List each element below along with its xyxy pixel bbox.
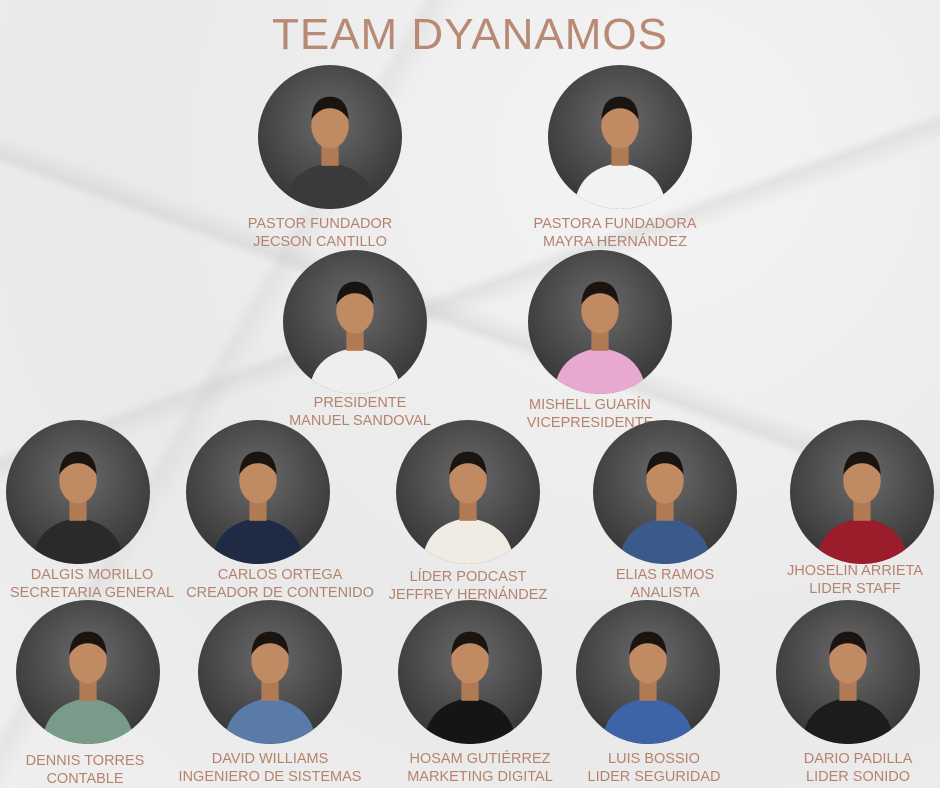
member-caption-line-2: LIDER SEGURIDAD xyxy=(587,769,721,785)
member-photo xyxy=(576,600,720,744)
member-caption: CARLOS ORTEGA CREADOR DE CONTENIDO xyxy=(186,566,374,602)
member-caption: ELIAS RAMOS ANALISTA xyxy=(616,566,714,602)
member-photo xyxy=(6,420,150,564)
member-caption-line-2: MARKETING DIGITAL xyxy=(407,769,553,785)
member-caption-line-2: JEFFREY HERNÁNDEZ xyxy=(388,587,548,603)
member-caption-line-2: LIDER STAFF xyxy=(809,581,901,597)
member-photo xyxy=(593,420,737,564)
member-photo xyxy=(776,600,920,744)
member-caption: MISHELL GUARÍN VICEPRESIDENTE xyxy=(527,396,654,432)
member-photo xyxy=(16,600,160,744)
member-caption-line-1: JHOSELIN ARRIETA xyxy=(787,563,923,579)
member-caption-line-2: MAYRA HERNÁNDEZ xyxy=(543,234,687,250)
member-photo xyxy=(198,600,342,744)
member-photo xyxy=(528,250,672,394)
member-photo xyxy=(258,65,402,209)
member-caption-line-2: INGENIERO DE SISTEMAS xyxy=(178,769,362,785)
member-caption-line-1: HOSAM GUTIÉRREZ xyxy=(409,751,551,767)
member-caption: HOSAM GUTIÉRREZ MARKETING DIGITAL xyxy=(407,750,553,786)
member-caption-line-1: ELIAS RAMOS xyxy=(615,567,715,583)
member-caption-line-2: VICEPRESIDENTE xyxy=(526,415,654,431)
member-caption: JHOSELIN ARRIETA LIDER STAFF xyxy=(787,562,923,598)
member-caption-line-2: SECRETARIA GENERAL xyxy=(9,585,175,601)
member-caption: DALGIS MORILLO SECRETARIA GENERAL xyxy=(10,566,174,602)
member-caption-line-1: PASTOR FUNDADOR xyxy=(247,216,393,232)
member-caption-line-2: CONTABLE xyxy=(46,771,124,787)
member-caption-line-1: DAVID WILLIAMS xyxy=(211,751,329,767)
member-caption-line-1: PASTORA FUNDADORA xyxy=(533,216,697,232)
member-caption-line-1: LÍDER PODCAST xyxy=(409,569,527,585)
member-caption: LÍDER PODCAST JEFFREY HERNÁNDEZ xyxy=(389,568,547,604)
member-caption-line-1: DARIO PADILLA xyxy=(803,751,913,767)
member-caption: PRESIDENTE MANUEL SANDOVAL xyxy=(289,394,431,430)
member-caption-line-1: DALGIS MORILLO xyxy=(30,567,154,583)
member-caption-line-1: MISHELL GUARÍN xyxy=(529,397,651,413)
member-caption-line-2: JECSON CANTILLO xyxy=(253,234,387,250)
member-photo xyxy=(186,420,330,564)
member-caption: DARIO PADILLA LIDER SONIDO xyxy=(804,750,913,786)
member-photo xyxy=(790,420,934,564)
member-caption-line-1: PRESIDENTE xyxy=(313,395,407,411)
member-photo xyxy=(548,65,692,209)
member-photo xyxy=(396,420,540,564)
page-title: TEAM DYANAMOS xyxy=(271,10,668,59)
member-caption-line-1: DENNIS TORRES xyxy=(25,753,145,769)
member-photo xyxy=(283,250,427,394)
member-caption: DENNIS TORRES CONTABLE xyxy=(26,752,145,788)
member-caption: LUIS BOSSIO LIDER SEGURIDAD xyxy=(588,750,721,786)
member-caption: DAVID WILLIAMS INGENIERO DE SISTEMAS xyxy=(179,750,362,786)
member-photo xyxy=(398,600,542,744)
member-caption-line-1: CARLOS ORTEGA xyxy=(217,567,343,583)
member-caption: PASTOR FUNDADOR JECSON CANTILLO xyxy=(248,215,392,251)
member-caption-line-2: MANUEL SANDOVAL xyxy=(289,413,431,429)
member-caption-line-2: ANALISTA xyxy=(630,585,700,601)
member-caption-line-2: LIDER SONIDO xyxy=(806,769,910,785)
member-caption: PASTORA FUNDADORA MAYRA HERNÁNDEZ xyxy=(533,215,696,251)
member-caption-line-2: CREADOR DE CONTENIDO xyxy=(186,585,374,601)
member-caption-line-1: LUIS BOSSIO xyxy=(608,751,700,767)
